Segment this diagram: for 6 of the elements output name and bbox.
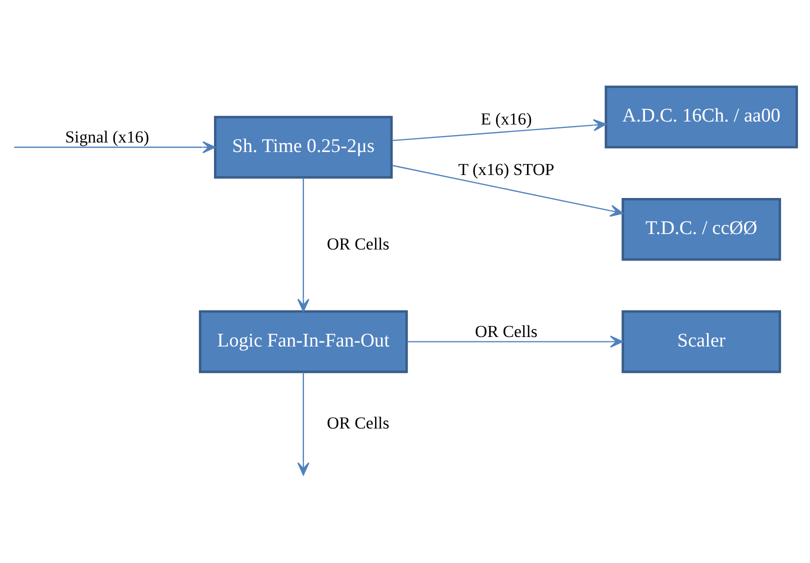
edge-label: OR Cells	[475, 322, 538, 342]
edge-label: OR Cells	[326, 234, 390, 254]
edge-label: T (x16) STOP	[458, 160, 554, 180]
edge-label: OR Cells	[326, 414, 390, 433]
edge-label: E (x16)	[480, 110, 532, 129]
edge-label: Signal (x16)	[65, 128, 150, 147]
